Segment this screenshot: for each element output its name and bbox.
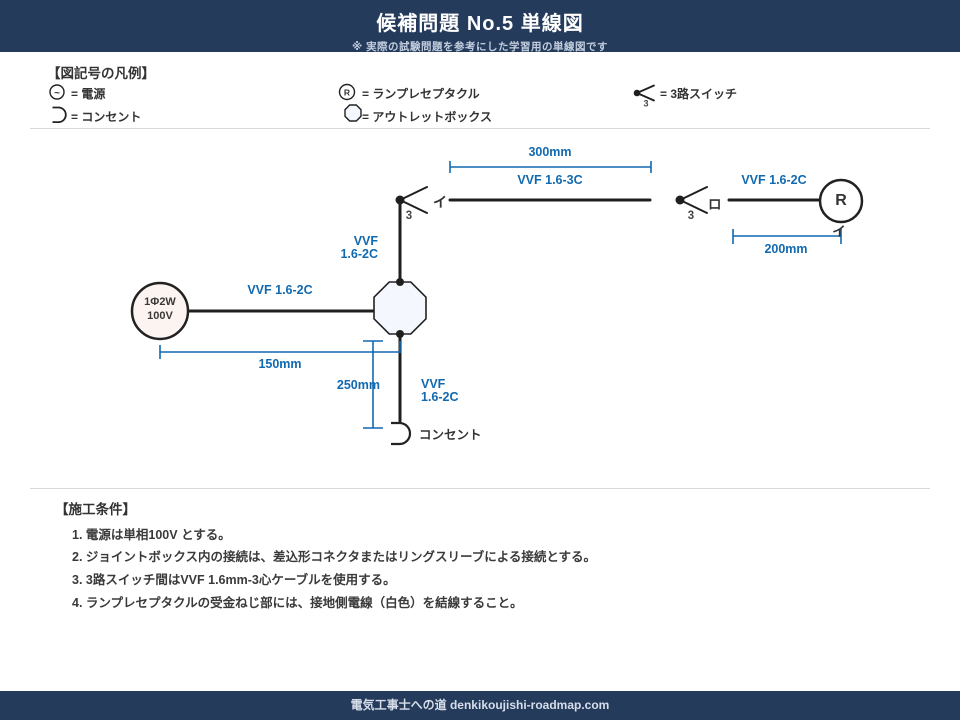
divider-top (30, 128, 930, 129)
cable-label-vvf-outlet: VVF 1.6-2C (421, 378, 501, 404)
cable-label-line1: VVF (353, 234, 378, 248)
condition-item-2: 2. ジョイントボックス内の接続は、差込形コネクタまたはリングスリーブによる接続… (72, 550, 597, 564)
condition-item-1: 1. 電源は単相100V とする。 (72, 528, 231, 542)
outlet-label: コンセント (419, 428, 482, 442)
cable-label-line1: VVF (421, 377, 446, 391)
power-source-symbol (130, 281, 190, 341)
legend-item-outlet-box-label: = アウトレットボックス (362, 110, 492, 124)
legend-item-power-label: = 電源 (71, 87, 106, 101)
condition-item-4: 4. ランプレセプタクルの受金ねじ部には、接地側電線（白色）を結線すること。 (72, 596, 523, 610)
legend-item-three-way-label: = 3路スイッチ (660, 87, 738, 101)
conditions-heading: 【施工条件】 (55, 502, 136, 517)
legend-three-way-switch-icon: 3 (633, 84, 655, 109)
page-subtitle: ※ 実際の試験問題を参考にした学習用の単線図です (351, 41, 609, 53)
condition-item-3: 3. 3路スイッチ間はVVF 1.6mm-3心ケーブルを使用する。 (72, 573, 396, 587)
three-way-switch-right-symbol (675, 186, 708, 214)
legend-outlet-icon (52, 106, 67, 123)
legend-power-source-icon: ~ (49, 84, 65, 100)
left-switch-number: 3 (405, 210, 413, 222)
cable-label-line2: 1.6-2C (421, 390, 459, 404)
legend-item-receptacle-label: = ランプレセプタクル (362, 87, 480, 101)
cable-label-vvf-power: VVF 1.6-2C (247, 283, 313, 297)
header: 候補問題 No.5 単線図 ※ 実際の試験問題を参考にした学習用の単線図です (0, 0, 960, 53)
three-way-switch-left-symbol (395, 186, 428, 214)
legend-outlet-box-icon (344, 104, 362, 122)
right-switch-circuit-label: ロ (708, 197, 722, 212)
divider-bottom (30, 488, 930, 489)
cable-label-vvf-switch-box: VVF 1.6-2C (318, 235, 378, 261)
footer: 電気工事士への道 denkikoujishi-roadmap.com (0, 691, 960, 720)
power-source-label: 1Φ2W 100V (130, 296, 190, 323)
receptacle-letter-glyph: R (344, 87, 350, 97)
cables (184, 198, 822, 423)
dim-label-200mm: 200mm (764, 242, 808, 256)
outlet-symbol (391, 421, 412, 446)
dim-label-300mm: 300mm (528, 145, 572, 159)
power-source-line1: 1Φ2W (144, 296, 176, 308)
right-switch-number: 3 (687, 210, 695, 222)
cable-label-vvf-receptacle: VVF 1.6-2C (741, 173, 807, 187)
receptacle-letter: R (835, 192, 847, 209)
dim-label-150mm: 150mm (258, 357, 302, 371)
power-source-line2: 100V (147, 309, 173, 322)
dim-label-250mm: 250mm (336, 378, 380, 392)
legend-item-outlet-label: = コンセント (71, 110, 142, 124)
page-title: 候補問題 No.5 単線図 (376, 13, 584, 35)
legend-lamp-receptacle-icon: R (338, 83, 356, 101)
receptacle-circuit-label: イ (832, 224, 846, 239)
tilde-glyph: ~ (54, 88, 60, 99)
cable-label-line2: 1.6-2C (340, 247, 378, 261)
dimension-lines (159, 161, 842, 429)
junction-dot-bottom (396, 330, 404, 338)
cable-label-vvf-1-6-3c: VVF 1.6-3C (517, 173, 583, 187)
outlet-box-symbol (373, 281, 427, 335)
left-switch-circuit-label: イ (433, 194, 447, 210)
lamp-receptacle-symbol (818, 178, 864, 224)
legend-heading: 【図記号の凡例】 (47, 66, 155, 81)
footer-site-text: 電気工事士への道 denkikoujishi-roadmap.com (350, 698, 610, 712)
legend-switch-number: 3 (643, 99, 648, 109)
junction-dot-top (396, 278, 404, 286)
